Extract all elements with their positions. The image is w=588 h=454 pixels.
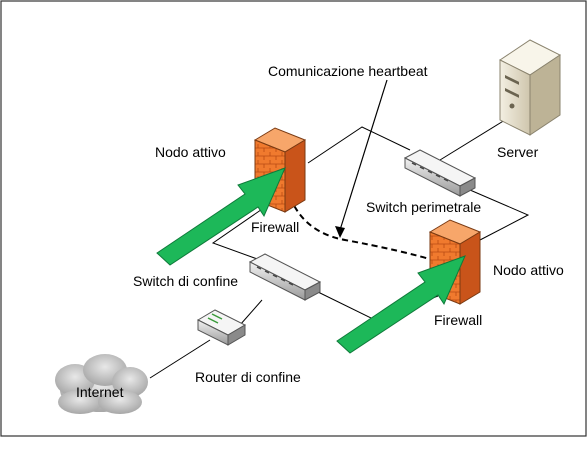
line-router-to-switch-border xyxy=(239,299,263,326)
line-fw-left-to-switch-border xyxy=(211,204,269,261)
diagram-frame xyxy=(0,0,587,437)
label-active-node-right: Nodo attivo xyxy=(493,262,564,278)
label-server: Server xyxy=(497,144,539,160)
label-firewall-right: Firewall xyxy=(434,312,482,328)
heartbeat-pointer-arrowhead xyxy=(335,226,345,238)
server-icon xyxy=(499,39,561,136)
heartbeat-curve xyxy=(282,167,441,263)
label-firewall-left: Firewall xyxy=(251,219,299,235)
cloud-icon xyxy=(55,354,148,414)
label-internet: Internet xyxy=(76,384,124,400)
label-heartbeat: Comunicazione heartbeat xyxy=(268,63,428,79)
heartbeat-pointer xyxy=(339,79,388,231)
line-fw-left-to-switch-perimeter xyxy=(307,126,411,164)
switch-icon xyxy=(248,253,322,301)
label-router-border: Router di confine xyxy=(195,369,301,385)
label-active-node-left: Nodo attivo xyxy=(155,144,226,160)
line-switch-perimeter-to-server xyxy=(439,119,506,161)
line-internet-to-router xyxy=(149,339,211,379)
line-switch-perimeter-to-fw-right xyxy=(469,189,530,241)
router-icon xyxy=(196,309,247,346)
switch-icon xyxy=(403,149,477,197)
label-switch-border: Switch di confine xyxy=(133,273,238,289)
arrow-icon xyxy=(336,255,466,354)
label-switch-perimeter: Switch perimetrale xyxy=(366,199,481,215)
arrow-icon xyxy=(156,167,286,266)
